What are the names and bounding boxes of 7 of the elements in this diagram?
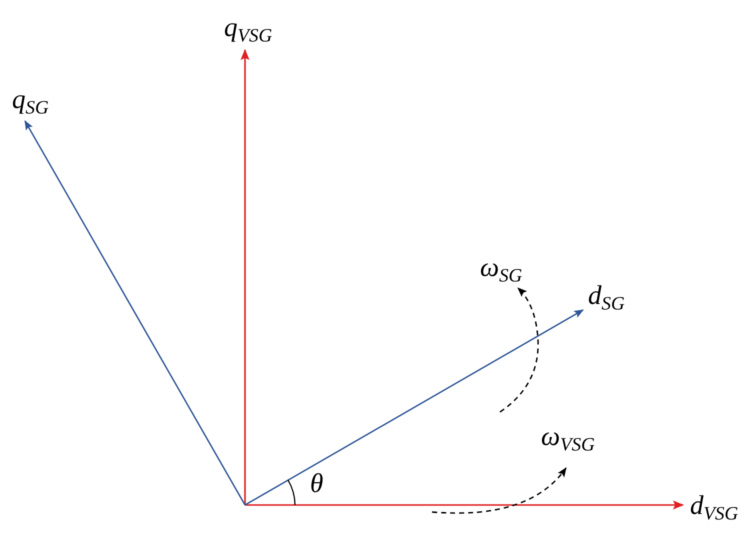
speed-label: ω$_{SG}$ xyxy=(480,254,522,287)
axis-label: q$_{VSG}$ xyxy=(224,14,272,47)
axis-label: d$_{SG}$ xyxy=(588,282,625,315)
axis-label: q$_{SG}$ xyxy=(12,86,49,119)
axis-label: d$_{VSG}$ xyxy=(690,492,738,525)
speed-label: ω$_{VSG}$ xyxy=(541,423,595,456)
angle-label: θ xyxy=(310,470,324,497)
